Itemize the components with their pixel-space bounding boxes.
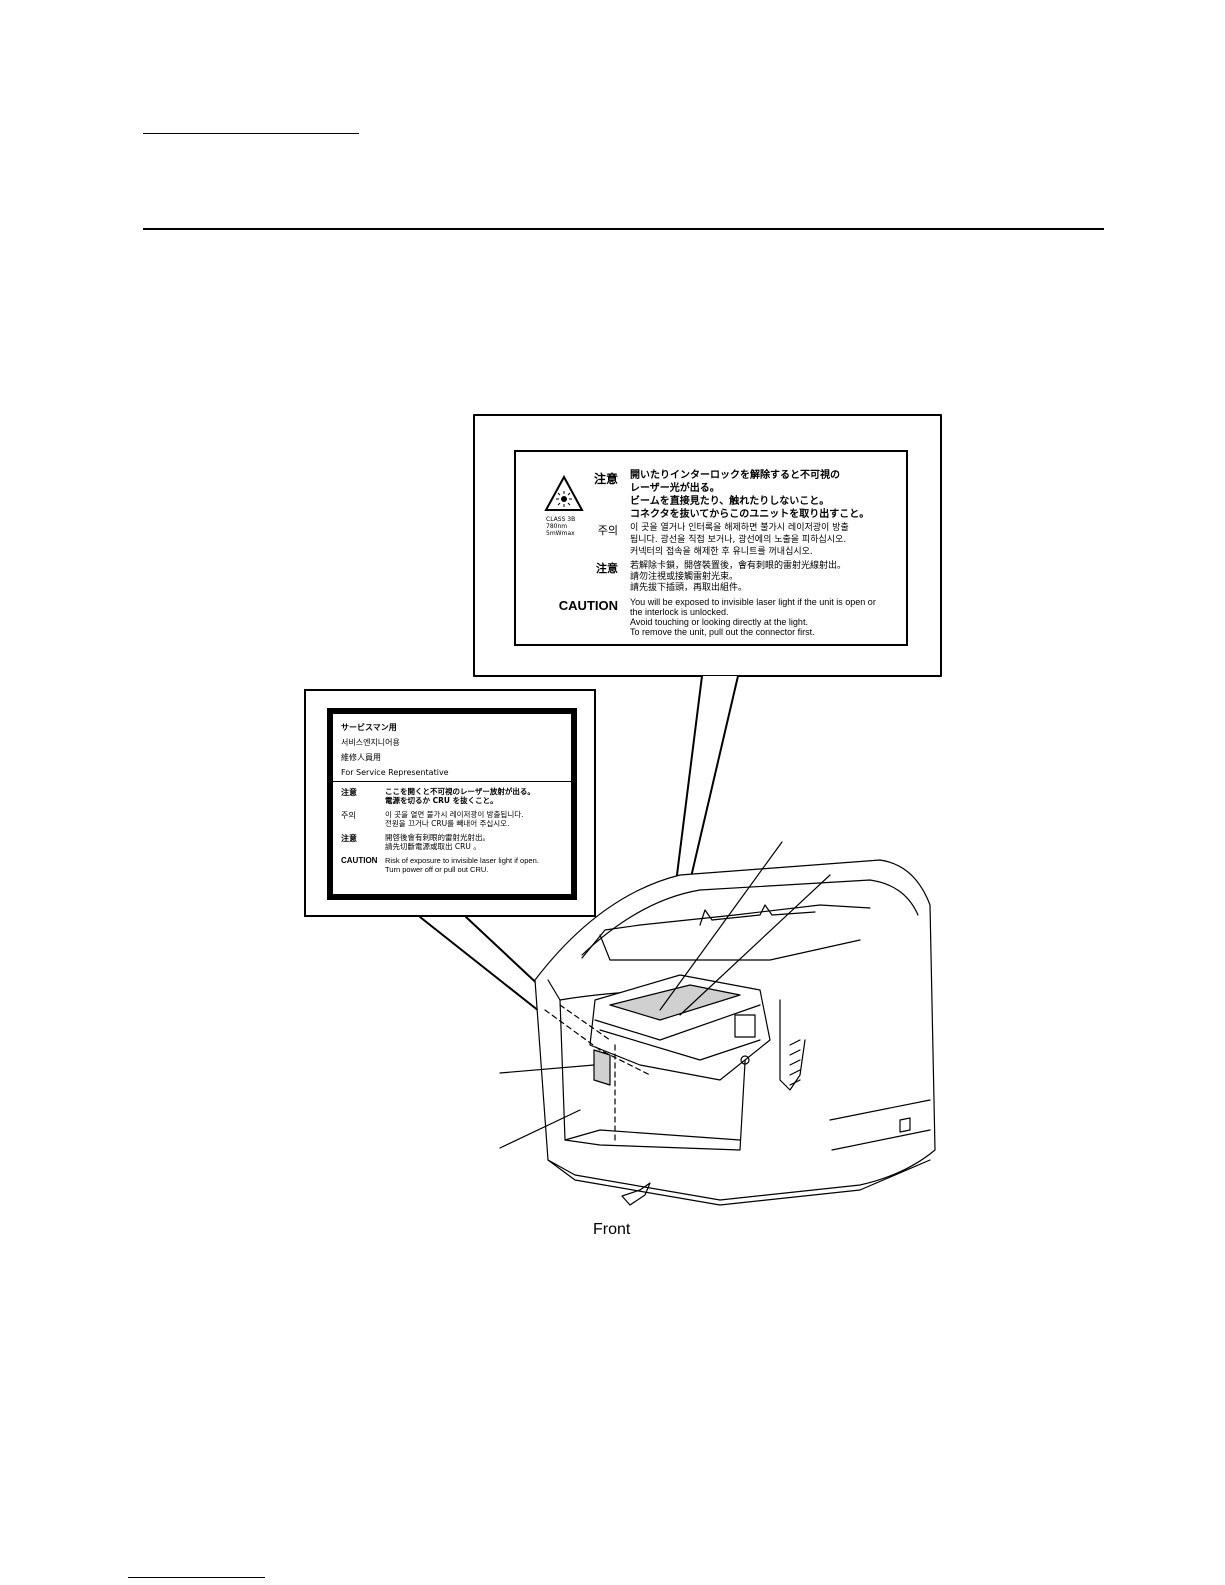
svc-ja-head: 注意 <box>341 788 357 797</box>
ko-line-3: 커넥터의 접속을 해제한 후 유니트를 꺼내십시오. <box>630 547 813 557</box>
service-title-en: For Service Representative <box>341 768 449 777</box>
zh-head: 注意 <box>596 562 618 575</box>
ko-line-2: 됩니다. 광선을 직접 보거나, 광선에의 노출을 피하십시오. <box>630 535 847 545</box>
service-title-ja: サービスマン用 <box>341 723 397 732</box>
footer-rule <box>128 1577 265 1578</box>
header-rule <box>143 228 1104 230</box>
svc-zh-line-1: 開啓後會有刺眼的雷射光射出。 <box>385 833 490 842</box>
front-label: Front <box>593 1221 631 1238</box>
svc-ja-line-1: ここを開くと不可視のレーザー放射が出る。 <box>385 787 535 796</box>
svc-zh-head: 注意 <box>341 834 357 843</box>
zh-line-1: 若解除卡鎖，開啓裝置後，會有刺眼的雷射光線射出。 <box>630 561 847 571</box>
ko-head: 주의 <box>597 524 618 537</box>
laser-power-text: 5mWmax <box>546 530 575 537</box>
service-label-divider <box>333 781 571 782</box>
header-rule-short <box>143 133 359 134</box>
service-title-ko: 서비스엔지니어용 <box>341 738 400 747</box>
service-title-zh: 維修人員用 <box>341 753 381 762</box>
laser-caution-label: CLASS 3B 780nm 5mWmax 注意 開いたりインターロックを解除す… <box>514 450 908 646</box>
leader-line-1 <box>659 841 783 1011</box>
service-label-patch <box>593 1049 611 1086</box>
svc-en-line-1: Risk of exposure to invisible laser ligh… <box>385 856 539 865</box>
front-arrow <box>621 1182 651 1206</box>
zh-line-2: 請勿注視或接觸雷射光束。 <box>630 572 739 582</box>
svc-ko-head: 주의 <box>341 811 356 820</box>
en-line-4: To remove the unit, pull out the connect… <box>630 627 815 637</box>
ko-line-1: 이 곳을 열거나 인터록을 해제하면 불가시 레이저광이 방출 <box>630 523 849 533</box>
svc-ja-line-2: 電源を切るか CRU を抜くこと。 <box>385 796 498 805</box>
ja-line-1: 開いたりインターロックを解除すると不可視の <box>630 470 840 481</box>
zh-line-3: 請先拔下插頭，再取出組件。 <box>630 583 748 593</box>
leader-line-3 <box>499 1064 595 1074</box>
service-callout-frame: サービスマン用 서비스엔지니어용 維修人員用 For Service Repre… <box>304 689 596 917</box>
caution-head: CAUTION <box>558 598 618 613</box>
laser-warning-icon <box>544 474 584 511</box>
ja-line-2: レーザー光が出る。 <box>630 483 720 494</box>
en-line-1: You will be exposed to invisible laser l… <box>630 597 876 607</box>
svc-en-line-2: Turn power off or pull out CRU. <box>385 865 489 874</box>
leader-line-4 <box>499 1109 581 1149</box>
en-line-2: the interlock is unlocked. <box>630 607 729 617</box>
svc-ko-line-2: 전원을 끄거나 CRU를 빼내어 주십시오. <box>385 819 510 828</box>
laser-class-text: CLASS 3B <box>546 516 576 523</box>
leader-line-2 <box>679 874 831 1016</box>
svc-ko-line-1: 이 곳을 열면 불가시 레이저광이 방출됩니다. <box>385 810 524 819</box>
ja-line-4: コネクタを抜いてからこのユニットを取り出すこと。 <box>630 509 870 520</box>
laser-wavelength-text: 780nm <box>546 523 568 530</box>
en-line-3: Avoid touching or looking directly at th… <box>630 617 808 627</box>
svc-zh-line-2: 請先切斷電源或取出 CRU 。 <box>385 842 481 851</box>
service-label: サービスマン用 서비스엔지니어용 維修人員用 For Service Repre… <box>327 708 577 900</box>
ja-head: 注意 <box>593 472 618 486</box>
ja-line-3: ビームを直接見たり、触れたりしないこと。 <box>630 496 830 507</box>
svc-caution-head: CAUTION <box>341 856 378 865</box>
